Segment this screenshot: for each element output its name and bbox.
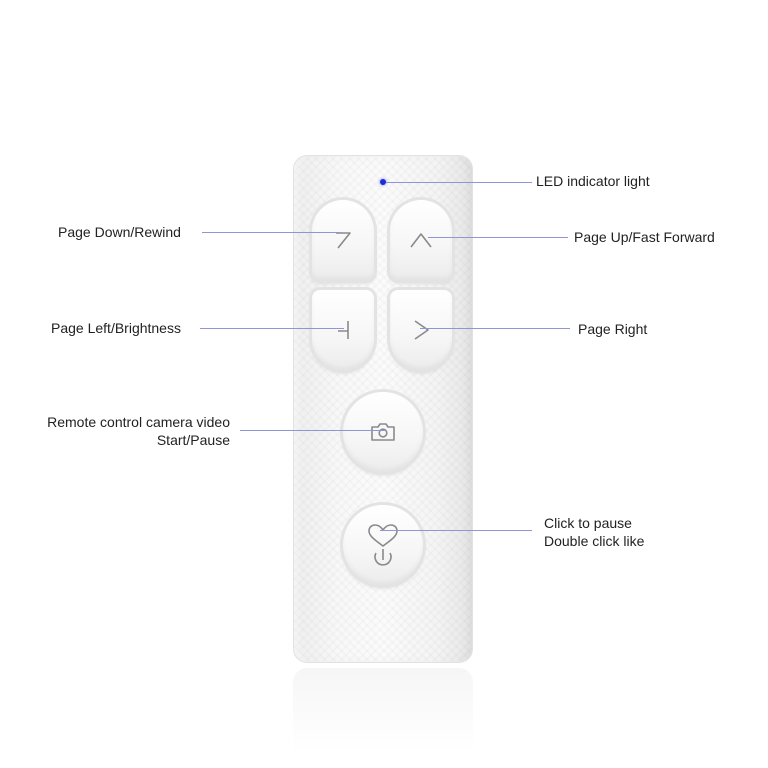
camera-label-line2: Start/Pause xyxy=(156,432,230,448)
diagonal-arrow-icon xyxy=(336,232,351,249)
page-up-fast-forward-button[interactable] xyxy=(390,200,452,280)
heart-power-icon xyxy=(368,524,398,566)
power-heart-button[interactable] xyxy=(343,505,423,585)
pause-callout-line xyxy=(380,530,532,531)
page-right-button[interactable] xyxy=(390,290,452,370)
page-left-brightness-button[interactable] xyxy=(312,290,374,370)
led-indicator xyxy=(380,179,386,185)
page-up-label: Page Up/Fast Forward xyxy=(574,229,715,245)
camera-icon xyxy=(371,423,395,441)
page-down-callout-line xyxy=(202,232,342,233)
page-down-rewind-button[interactable] xyxy=(312,200,374,280)
page-left-callout-line xyxy=(200,328,344,329)
page-down-label: Page Down/Rewind xyxy=(58,224,181,240)
left-chevron-icon xyxy=(338,321,349,339)
pause-label-line1: Click to pause xyxy=(544,515,632,531)
remote-reflection xyxy=(293,668,473,768)
up-chevron-icon xyxy=(410,233,432,248)
page-right-label: Page Right xyxy=(578,321,648,337)
page-left-label: Page Left/Brightness xyxy=(51,320,181,336)
led-label: LED indicator light xyxy=(536,173,650,189)
page-right-callout-line xyxy=(420,328,570,329)
led-callout-line xyxy=(386,182,532,183)
pause-label-line2: Double click like xyxy=(544,533,645,549)
right-chevron-icon xyxy=(414,320,429,340)
camera-callout-line xyxy=(240,430,386,431)
page-up-callout-line xyxy=(428,237,568,238)
camera-button[interactable] xyxy=(343,392,423,472)
camera-label-line1: Remote control camera video xyxy=(47,414,230,430)
